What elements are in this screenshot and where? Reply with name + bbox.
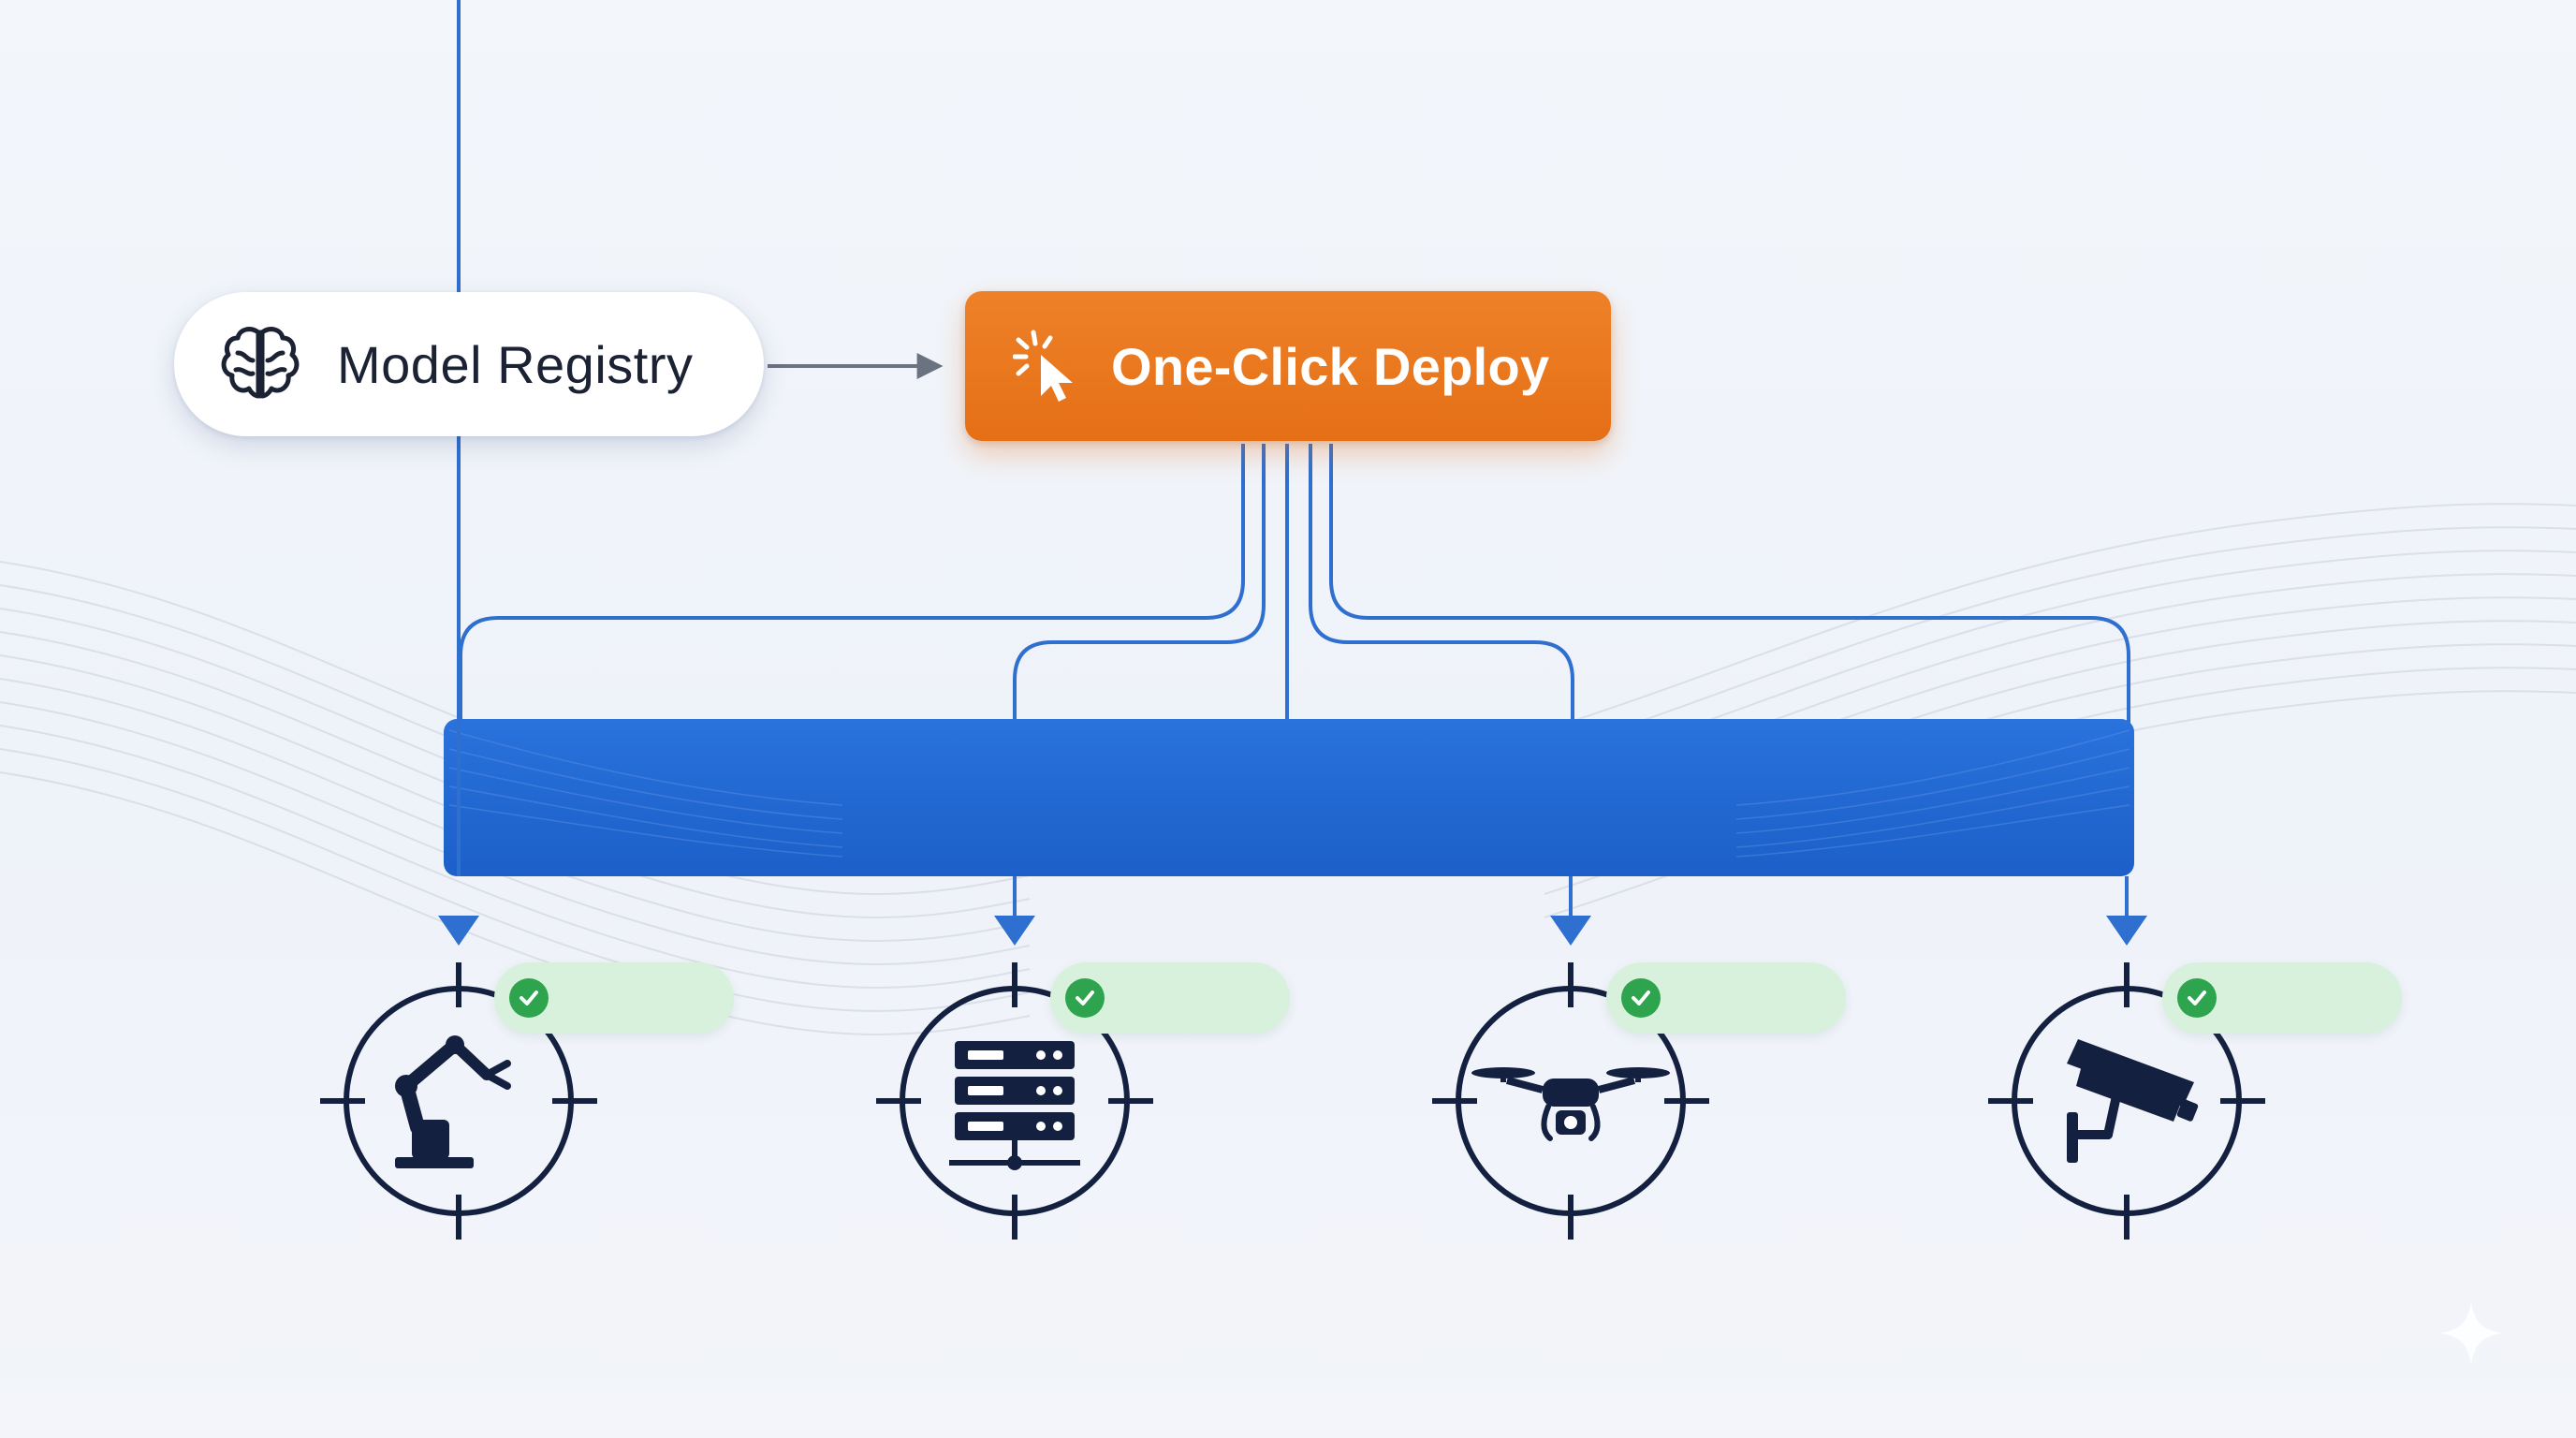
server-rack-icon (949, 1041, 1080, 1170)
deploy-connectors (459, 444, 2130, 723)
target-server (876, 962, 1153, 1240)
crosshair-icon (1988, 962, 2265, 1240)
model-registry-node[interactable]: Model Registry (174, 292, 764, 436)
one-click-deploy-button[interactable]: One-Click Deploy (965, 291, 1611, 441)
check-icon (1621, 978, 1661, 1018)
drone-icon (1471, 1067, 1670, 1141)
robot-arm-icon (395, 1035, 511, 1168)
crosshair-icon (320, 962, 597, 1240)
target-camera (1988, 962, 2265, 1240)
model-registry-label: Model Registry (337, 334, 694, 394)
target-arrows (438, 0, 2147, 946)
status-badge (1606, 962, 1846, 1034)
check-icon (509, 978, 549, 1018)
security-camera-icon (2067, 1039, 2199, 1163)
check-icon (1065, 978, 1105, 1018)
status-badge (2162, 962, 2402, 1034)
target-robot-arm (320, 962, 597, 1240)
sparkle-icon (2437, 1299, 2505, 1367)
crosshair-icon (876, 962, 1153, 1240)
check-icon (2177, 978, 2217, 1018)
background-waves (0, 503, 2576, 1035)
distribution-bar (444, 719, 2134, 876)
one-click-deploy-label: One-Click Deploy (1111, 336, 1550, 396)
target-drone (1432, 962, 1709, 1240)
status-badge (494, 962, 734, 1034)
status-badge (1050, 962, 1290, 1034)
brain-icon (215, 319, 305, 409)
bar-texture (448, 729, 2130, 858)
crosshair-icon (1432, 962, 1709, 1240)
cursor-click-icon (1010, 326, 1090, 406)
